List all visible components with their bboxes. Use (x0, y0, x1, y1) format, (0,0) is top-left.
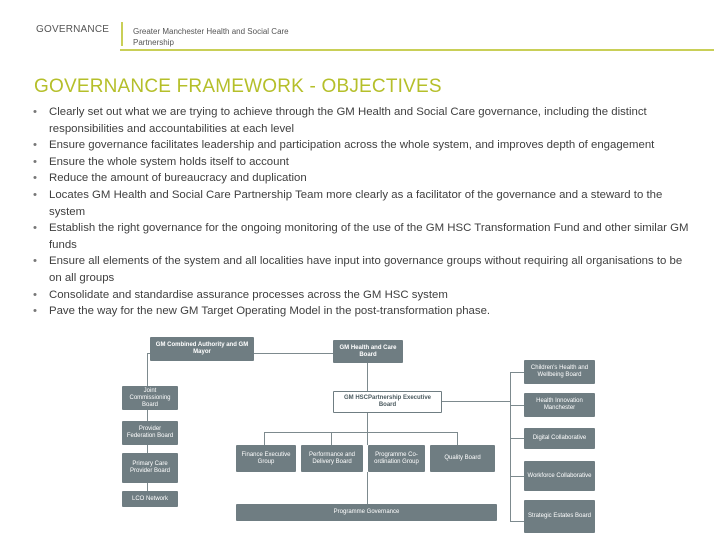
list-item: Ensure all elements of the system and al… (33, 253, 698, 286)
connector (457, 432, 458, 445)
programme-coordination-box: Programme Co-ordination Group (368, 445, 425, 472)
list-item: Locates GM Health and Social Care Partne… (33, 187, 698, 220)
healthcare-board-box: GM Health and Care Board (333, 340, 403, 363)
connector (510, 372, 524, 373)
list-item: Ensure the whole system holds itself to … (33, 154, 698, 171)
connector (367, 472, 368, 504)
list-item: Establish the right governance for the o… (33, 220, 698, 253)
health-innovation-box: Health Innovation Manchester (524, 393, 595, 417)
connector (331, 432, 332, 445)
connector (442, 401, 510, 402)
programme-governance-box: Programme Governance (236, 504, 497, 521)
list-item: Reduce the amount of bureaucracy and dup… (33, 170, 698, 187)
digital-collaborative-box: Digital Collaborative (524, 428, 595, 449)
childrens-health-box: Children's Health and Wellbeing Board (524, 360, 595, 384)
connector (510, 438, 524, 439)
connector (510, 405, 524, 406)
executive-board-box: GM HSCPartnership Executive Board (333, 391, 442, 413)
finance-exec-box: Finance Executive Group (236, 445, 296, 472)
section-label: GOVERNANCE (36, 24, 110, 35)
performance-delivery-box: Performance and Delivery Board (301, 445, 363, 472)
connector (367, 413, 368, 445)
lco-network-box: LCO Network (122, 491, 178, 507)
connector (510, 476, 524, 477)
header-separator (121, 22, 123, 46)
connector (367, 363, 368, 391)
joint-commissioning-box: Joint Commissioning Board (122, 386, 178, 410)
connector (264, 432, 457, 433)
workforce-collaborative-box: Workforce Collaborative (524, 461, 595, 491)
strategic-estates-box: Strategic Estates Board (524, 500, 595, 533)
connector (510, 372, 511, 522)
objectives-list: Clearly set out what we are trying to ac… (33, 104, 698, 320)
combined-authority-box: GM Combined Authority and GM Mayor (150, 337, 254, 361)
provider-federation-box: Provider Federation Board (122, 421, 178, 445)
quality-board-box: Quality Board (430, 445, 495, 472)
list-item: Consolidate and standardise assurance pr… (33, 287, 698, 304)
page-title: GOVERNANCE FRAMEWORK - OBJECTIVES (34, 76, 442, 97)
organisation-name: Greater Manchester Health and Social Car… (133, 27, 289, 47)
list-item: Ensure governance facilitates leadership… (33, 137, 698, 154)
list-item: Pave the way for the new GM Target Opera… (33, 303, 698, 320)
connector (264, 432, 265, 445)
connector (510, 521, 524, 522)
primary-care-box: Primary Care Provider Board (122, 453, 178, 483)
list-item: Clearly set out what we are trying to ac… (33, 104, 698, 137)
header-rule (120, 49, 714, 51)
